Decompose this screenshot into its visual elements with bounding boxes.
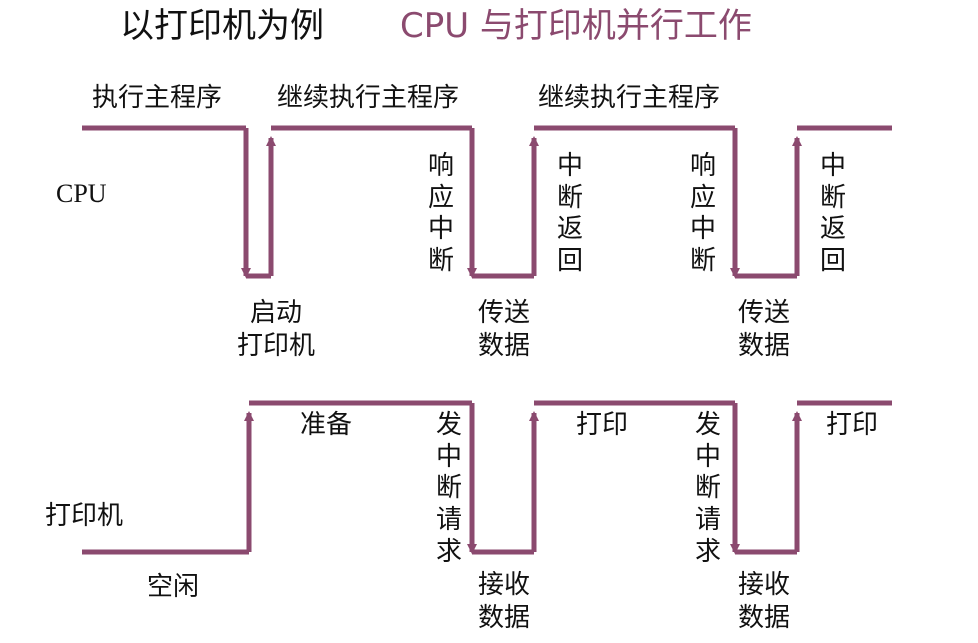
printer-vertical-label: 发中断请求 xyxy=(694,410,721,567)
cpu-waveform xyxy=(82,125,892,279)
printer-row-label: 打印机 xyxy=(45,501,124,531)
title-sub: CPU 与打印机并行工作 xyxy=(400,6,752,46)
printer-bottom-label: 空闲 xyxy=(146,572,199,602)
cpu-vertical-label: 响应中断 xyxy=(427,151,454,277)
cpu-bottom-label: 传送 数据 xyxy=(737,298,790,362)
cpu-row-label: CPU xyxy=(56,179,107,208)
cpu-vertical-label: 中断返回 xyxy=(556,151,583,277)
printer-top-label: 打印 xyxy=(826,410,879,440)
cpu-top-label: 继续执行主程序 xyxy=(538,83,721,113)
cpu-bottom-label: 启动 打印机 xyxy=(236,298,315,362)
printer-top-label: 准备 xyxy=(300,410,353,440)
cpu-vertical-label: 中断返回 xyxy=(819,151,846,277)
printer-vertical-label: 发中断请求 xyxy=(435,410,462,567)
cpu-top-label: 执行主程序 xyxy=(92,83,223,113)
printer-waveform xyxy=(82,400,892,555)
printer-top-label: 打印 xyxy=(576,410,629,440)
printer-bottom-label: 接收 数据 xyxy=(477,570,530,634)
cpu-vertical-label: 响应中断 xyxy=(689,151,716,277)
title-main: 以打印机为例 xyxy=(120,6,324,46)
cpu-bottom-label: 传送 数据 xyxy=(477,298,530,362)
cpu-top-label: 继续执行主程序 xyxy=(277,83,460,113)
printer-bottom-label: 接收 数据 xyxy=(737,570,790,634)
